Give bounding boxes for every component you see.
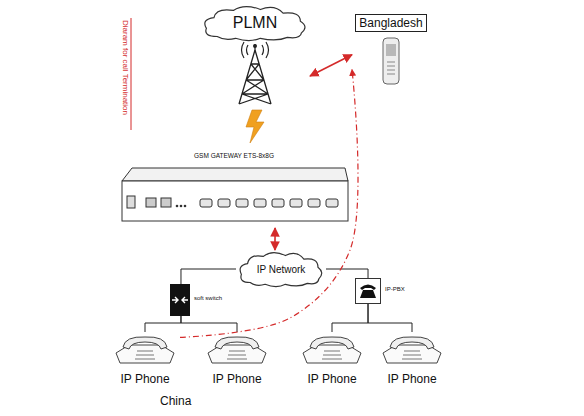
node-text: IP Phone: [387, 372, 436, 386]
phone-screen: [386, 44, 396, 56]
node-text: Bangladesh: [355, 14, 426, 32]
connector: [145, 316, 181, 332]
lan-port: [161, 198, 171, 207]
tower-lattice: [239, 44, 271, 104]
ip-phone-node: IP Phone: [377, 332, 447, 386]
antenna-port: [236, 199, 248, 207]
connector: [181, 269, 236, 284]
ip-phone-node: IP Phone: [110, 332, 180, 386]
ip-phone-icon: [303, 337, 361, 363]
status-led: [184, 205, 187, 208]
node-text: IP Phone: [120, 372, 169, 386]
switch-arrow: [172, 297, 188, 303]
cloud-label-area: PLMN: [200, 4, 310, 42]
connector: [368, 304, 412, 332]
node-text: IP Network: [257, 264, 306, 275]
node-text: IP Phone: [212, 372, 261, 386]
connector: [332, 304, 368, 332]
box-label-area: Bangladesh: [352, 14, 430, 32]
antenna-ports: [200, 199, 338, 207]
softswitch-arrows: [170, 284, 190, 316]
node-text: PLMN: [233, 14, 277, 32]
node-text: GSM GATEWAY ETS-8x8G: [194, 152, 274, 159]
antenna-port: [290, 199, 302, 207]
antenna-port: [200, 199, 212, 207]
pbx-phone-shape: [360, 285, 376, 299]
power-switch: [127, 196, 135, 208]
gateway-device: [122, 168, 348, 221]
gateway-label-area: GSM GATEWAY ETS-8x8G: [118, 150, 350, 159]
connector: [326, 269, 368, 278]
title-rule: [131, 18, 132, 130]
node-text: soft switch: [194, 295, 222, 301]
antenna-port: [326, 199, 338, 207]
pbx-node: IP-PBX: [355, 278, 415, 304]
destination-box: Bangladesh: [352, 14, 430, 88]
ip-phone-icon: [208, 337, 266, 363]
network-cloud: PLMN: [200, 4, 310, 104]
node-text: IP-PBX: [385, 286, 405, 292]
connector: [181, 316, 237, 332]
lan-port: [146, 198, 156, 207]
antenna-port: [272, 199, 284, 207]
device-top: [122, 168, 348, 181]
network-cloud: IP Network: [236, 250, 326, 288]
wireless-bolt: [246, 110, 264, 143]
softswitch-box: [170, 284, 190, 316]
status-led: [180, 205, 183, 208]
mobile-phone: [383, 38, 399, 84]
connector: [310, 55, 352, 76]
ip-phone-icon: [383, 337, 441, 363]
ip-phone-icon: [116, 337, 174, 363]
antenna-port: [218, 199, 230, 207]
connector: [274, 228, 276, 250]
status-led: [176, 205, 179, 208]
cloud-outline: [240, 253, 322, 287]
pbx-box: [355, 278, 381, 304]
antenna-port: [308, 199, 320, 207]
phone-keys: [387, 62, 395, 74]
antenna-port: [254, 199, 266, 207]
device-front: [122, 181, 348, 221]
ip-phone-node: IP Phone: [297, 332, 367, 386]
connector: [180, 70, 358, 338]
region-label: China: [160, 395, 191, 408]
ip-phone-node: IP Phone: [202, 332, 272, 386]
signal-waves: [242, 42, 269, 58]
cloud-label-area: IP Network: [236, 250, 326, 288]
diagram-title: Diaram for call Termination: [120, 20, 129, 115]
tower-antenna: [253, 44, 257, 48]
phone-body: [383, 38, 399, 84]
node-text: IP Phone: [307, 372, 356, 386]
softswitch-node: soft switch: [170, 284, 232, 316]
pbx-phone-icon: [356, 279, 380, 303]
gateway-node: GSM GATEWAY ETS-8x8G: [118, 150, 350, 228]
cloud-outline: [205, 7, 305, 41]
radio-tower: [239, 42, 271, 104]
